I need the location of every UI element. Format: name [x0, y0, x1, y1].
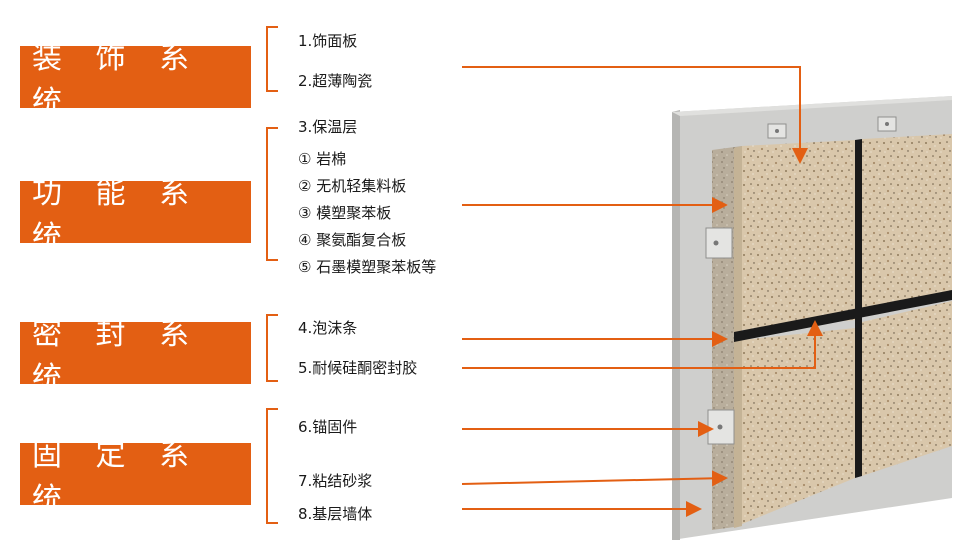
item-base-wall: 8.基层墙体: [298, 505, 373, 523]
item-graphite-eps: ⑤ 石墨模塑聚苯板等: [298, 258, 437, 276]
facing-panel-top-left: [742, 140, 855, 330]
item-foam-strip: 4.泡沫条: [298, 319, 358, 337]
item-pu-board: ④ 聚氨酯复合板: [298, 231, 407, 249]
item-rock-wool: ① 岩棉: [298, 150, 347, 168]
item-thin-ceramic: 2.超薄陶瓷: [298, 72, 373, 90]
bracket-fixing: [266, 408, 278, 524]
system-box-fixing: 固 定 系 统: [20, 438, 251, 517]
insulation-layer: [712, 146, 742, 530]
bracket-function: [266, 127, 278, 261]
bracket-decoration: [266, 26, 278, 92]
item-facing-panel: 1.饰面板: [298, 32, 358, 50]
facing-panel-bottom-right: [862, 301, 952, 476]
system-label: 固 定 系 统: [32, 438, 202, 517]
system-box-function: 功 能 系 统: [20, 176, 251, 255]
item-bonding-mortar: 7.粘结砂浆: [298, 472, 373, 490]
facing-panel-top-right: [862, 134, 952, 316]
system-label: 功 能 系 统: [32, 176, 202, 255]
system-label: 密 封 系 统: [32, 317, 202, 396]
item-eps-board: ③ 模塑聚苯板: [298, 204, 392, 222]
sealant-joint-horizontal: [734, 290, 952, 342]
item-inorganic-board: ② 无机轻集料板: [298, 177, 407, 195]
anchor-icon: [705, 116, 897, 445]
facing-panel-bottom-left: [742, 328, 855, 524]
item-anchor: 6.锚固件: [298, 418, 358, 436]
system-box-decoration: 装 饰 系 统: [20, 41, 251, 120]
sealant-joint-vertical: [855, 139, 862, 478]
system-box-sealing: 密 封 系 统: [20, 317, 251, 396]
system-label: 装 饰 系 统: [32, 41, 202, 120]
leader-arrows: [461, 66, 823, 517]
item-silicone-sealant: 5.耐候硅酮密封胶: [298, 359, 418, 377]
base-wall: [672, 96, 952, 540]
item-insulation-layer: 3.保温层: [298, 118, 358, 136]
bracket-sealing: [266, 314, 278, 382]
